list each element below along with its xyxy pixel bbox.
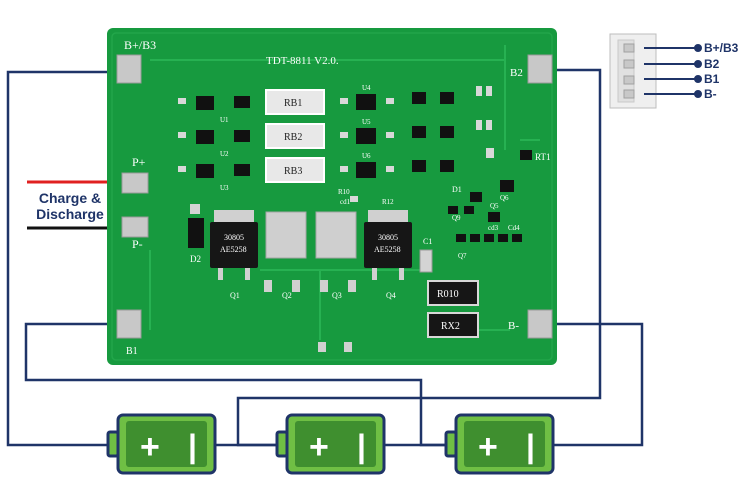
label-u1: U1 [220,116,229,124]
mosfet-q1 [210,210,258,280]
batteries: + | + | + | [106,413,555,475]
connector-label-b1: B1 [704,72,720,86]
label-q1: Q1 [230,291,240,300]
battery-1-plus: + [140,428,160,466]
resistor-rb3-body [265,157,325,183]
label-c1: C1 [423,237,432,246]
balance-connector [609,33,702,109]
label-d2: D2 [190,254,201,264]
label-q9: Q9 [452,214,461,222]
pad-label-b1: B1 [126,346,138,357]
wires [6,68,644,447]
resistor-r010-body [427,280,479,306]
label-cd4: Cd4 [508,224,520,232]
label-u3: U3 [220,184,229,192]
mosfet-q1-marking-1: 30805 [224,233,244,242]
resistor-rx2-body [427,312,479,338]
label-q7: Q7 [458,252,467,260]
label-r10: R10 [338,188,350,196]
label-q5: Q5 [490,202,499,210]
resistor-label-r010: R010 [437,289,459,300]
charge-discharge-label: Charge & Discharge [24,190,116,222]
diode-d2 [188,218,204,248]
label-q3: Q3 [332,291,342,300]
board-model: TDT-8811 V2.0. [266,55,339,67]
resistor-rb2-body [265,123,325,149]
pad-label-p-minus: P- [132,237,143,251]
resistor-label-rb1: RB1 [284,98,302,109]
battery-cell-1: + | [106,413,217,475]
resistor-label-rx2: RX2 [441,321,460,332]
resistor-label-rb3: RB3 [284,166,302,177]
pad-p-plus [121,172,149,194]
connector-label-b-plus-b3: B+/B3 [704,41,739,55]
label-q4: Q4 [386,291,396,300]
smd-caps [178,86,494,202]
battery-cell-2: + | [275,413,386,475]
capacitor-c1 [419,249,433,273]
wire-b-minus [540,322,644,447]
label-u6: U6 [362,152,371,160]
pad-label-p-plus: P+ [132,155,146,169]
pcb-board: TDT-8811 V2.0. B+/B3 B2 B- B1 P+ P- RB1 … [107,28,557,365]
pad-label-b-plus-b3: B+/B3 [124,38,156,52]
discharge-label: Discharge [36,206,104,222]
pad-label-b2: B2 [510,67,523,79]
label-u4: U4 [362,84,371,92]
battery-3-minus: | [526,428,535,464]
pad-b-plus [116,54,142,84]
mosfet-tab-q3 [315,211,357,259]
label-q6: Q6 [500,194,509,202]
mosfet-solder-pads [264,280,356,352]
mosfet-q1-marking-2: AE5258 [220,245,247,254]
label-rt1: RT1 [535,152,550,162]
label-cd1: cd1 [340,198,351,206]
pad-b2 [527,54,553,84]
label-d1: D1 [452,185,462,194]
charge-label: Charge & [38,190,102,206]
connector-label-b2: B2 [704,57,720,71]
label-u2: U2 [220,150,229,158]
label-cd3: cd3 [488,224,499,232]
mosfet-tab-q2 [265,211,307,259]
battery-2-minus: | [357,428,366,464]
resistor-rb1-body [265,89,325,115]
battery-cell-3: + | [444,413,555,475]
pad-label-b-minus: B- [508,320,519,332]
mosfet-q4 [364,210,412,280]
mosfet-q4-marking-1: 30805 [378,233,398,242]
wire-b-plus [6,70,129,447]
label-r12: R12 [382,198,394,206]
battery-2-plus: + [309,428,329,466]
pad-b-minus [527,309,553,339]
mosfet-q4-marking-2: AE5258 [374,245,401,254]
battery-1-minus: | [188,428,197,464]
battery-3-plus: + [478,428,498,466]
pad-b1 [116,309,142,339]
smd-ics [196,92,532,242]
silkscreen: TDT-8811 V2.0. B+/B3 B2 B- B1 P+ P- RB1 … [124,38,550,357]
pad-p-minus [121,216,149,238]
label-u5: U5 [362,118,371,126]
resistor-label-rb2: RB2 [284,132,302,143]
label-q2: Q2 [282,291,292,300]
connector-label-b-minus: B- [704,87,717,101]
